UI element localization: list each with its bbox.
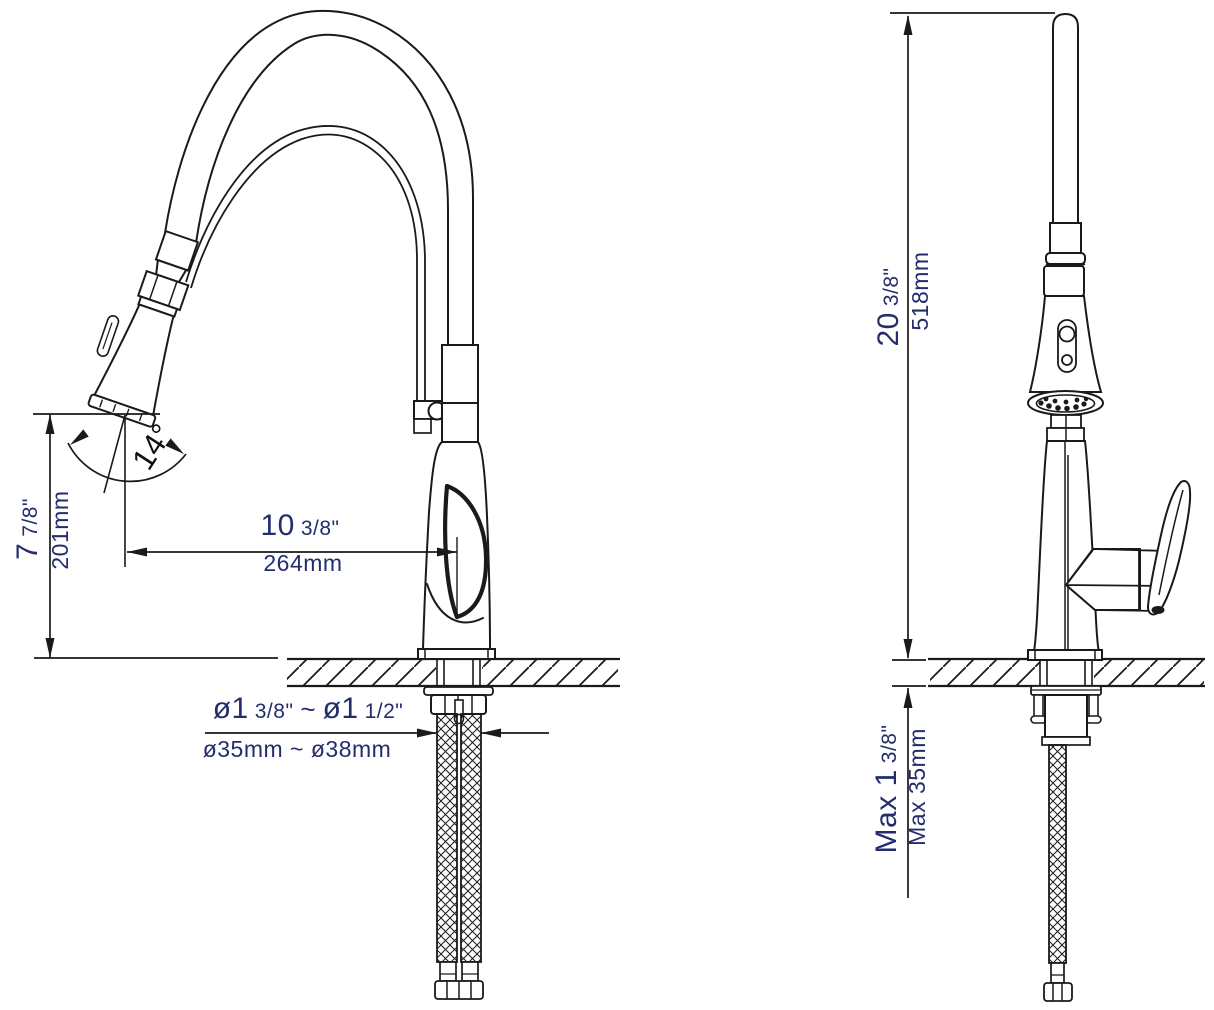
front-view bbox=[928, 12, 1205, 1002]
wand-tube-front bbox=[1043, 12, 1086, 297]
deck-thickness-inch-frac: 3/8" bbox=[878, 724, 901, 764]
spout-arch bbox=[164, 9, 474, 346]
outlet-height-mm-value: 201mm bbox=[47, 490, 73, 570]
pulldown-hose bbox=[185, 125, 426, 401]
hole-diameter-separator: ~ bbox=[300, 694, 316, 724]
hole-diameter-inch-main1: ø1 bbox=[212, 692, 249, 725]
outlet-height-inch-frac: 7/8" bbox=[19, 498, 42, 537]
deck-thickness-inch-main: Max 1 bbox=[870, 769, 903, 854]
dimension-linework bbox=[33, 12, 1055, 898]
handle-edge-profile bbox=[443, 483, 489, 620]
hole-diameter-mm-value: ø35mm ~ ø38mm bbox=[202, 736, 392, 762]
outlet-height-mm-label: 201mm bbox=[47, 470, 75, 590]
supply-hoses-profile bbox=[434, 713, 484, 1000]
countertop-profile bbox=[287, 657, 620, 688]
hole-diameter-inch-label: ø1 3/8" ~ ø1 1/2" bbox=[183, 694, 433, 730]
overall-height-inch-main: 20 bbox=[872, 312, 905, 347]
overall-height-inch-frac: 3/8" bbox=[880, 267, 903, 307]
spout-reach-inch-main: 10 bbox=[260, 509, 295, 542]
dim-outlet-height-lines bbox=[33, 413, 278, 659]
countertop-front bbox=[928, 657, 1205, 688]
hose-fitting bbox=[413, 400, 447, 434]
overall-height-inch-label: 20 3/8" bbox=[872, 247, 910, 367]
dim-deck-lines bbox=[892, 659, 926, 898]
profile-view bbox=[87, 9, 620, 1000]
deck-thickness-inch-label: Max 1 3/8" bbox=[870, 709, 908, 869]
overall-height-mm-label: 518mm bbox=[907, 231, 935, 351]
outlet-height-inch-main: 7 bbox=[11, 542, 44, 560]
hose-hex-nut-front bbox=[1043, 982, 1073, 1002]
spout-reach-inch-frac: 3/8" bbox=[300, 517, 340, 540]
spout-reach-mm-label: 264mm bbox=[223, 552, 383, 578]
hole-diameter-inch-frac2: 1/2" bbox=[364, 700, 404, 723]
mounting-hardware-front bbox=[1030, 660, 1102, 746]
mounting-hardware-profile bbox=[423, 659, 494, 725]
hole-diameter-inch-frac1: 3/8" bbox=[254, 700, 294, 723]
spout-reach-mm-value: 264mm bbox=[263, 550, 343, 576]
spray-head-profile bbox=[87, 229, 200, 428]
overall-height-mm-value: 518mm bbox=[907, 251, 933, 331]
nozzle-dots bbox=[1038, 396, 1089, 412]
handle-front bbox=[1064, 480, 1192, 616]
dim-reach-lines bbox=[127, 537, 458, 613]
supply-hose-front bbox=[1043, 744, 1073, 1002]
deck-thickness-mm-value: Max 35mm bbox=[904, 728, 930, 846]
spout-reach-inch-label: 10 3/8" bbox=[220, 511, 380, 547]
outlet-height-inch-label: 7 7/8" bbox=[11, 469, 49, 589]
dim-overall-height-lines bbox=[890, 12, 1055, 658]
hole-diameter-inch-main2: ø1 bbox=[322, 692, 359, 725]
deck-thickness-mm-label: Max 35mm bbox=[904, 712, 932, 862]
spray-head-front bbox=[1027, 295, 1104, 442]
dim-angle-lines bbox=[67, 414, 187, 567]
dimension-arrowheads bbox=[45, 15, 913, 738]
hole-diameter-mm-label: ø35mm ~ ø38mm bbox=[182, 738, 412, 764]
